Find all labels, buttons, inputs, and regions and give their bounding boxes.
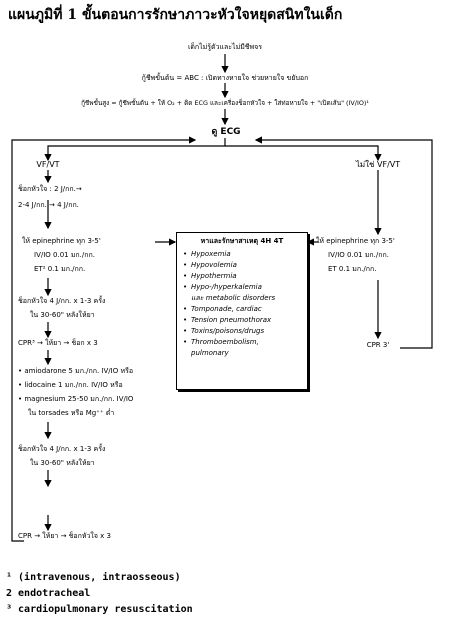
- left-cpr-drug-defib: CPR → ให้ยา → ช็อกหัวใจ x 3: [18, 532, 111, 540]
- arrow-loop-right: [254, 136, 433, 349]
- left-defib-2j: ช็อกหัวใจ : 2 J/กก.→: [18, 185, 82, 193]
- causes-header: หาและรักษาสาเหตุ 4H 4T: [200, 237, 284, 245]
- right-epinephrine-et: ET 0.1 มก./กก.: [328, 265, 377, 273]
- footnote-1: ¹ (intravenous, intraosseous): [6, 572, 181, 583]
- left-defib-4j-a: ช็อกหัวใจ 4 J/กก. x 1-3 ครั้ง: [18, 297, 106, 305]
- right-epinephrine-iv: IV/IO 0.01 มก./กก.: [328, 251, 389, 259]
- right-cpr-3min: CPR 3': [366, 341, 390, 349]
- arrow-ecg-vf: [44, 138, 226, 162]
- cause-item-cont: pulmonary: [191, 349, 229, 357]
- left-defib-4j-a-timing: ใน 30-60" หลังให้ยา: [30, 311, 95, 319]
- arrow-loop-left: [11, 136, 197, 542]
- left-amiodarone: • amiodarone 5 มก./กก. IV/IO หรือ: [18, 367, 134, 375]
- cause-item: Hypo-/hyperkalemia: [183, 282, 307, 293]
- left-epinephrine: ให้ epinephrine ทุก 3-5': [22, 237, 101, 245]
- cause-item: Hypovolemia: [183, 260, 307, 271]
- cause-item: Tomponade, cardiac: [183, 304, 307, 315]
- cause-item: Thromboembolism,: [183, 337, 307, 348]
- footnote-2: 2 endotracheal: [6, 588, 91, 599]
- cause-item: Hypoxemia: [183, 249, 307, 260]
- left-defib-4j-b-timing: ใน 30-60" หลังให้ยา: [30, 459, 95, 467]
- right-epinephrine: ให้ epinephrine ทุก 3-5': [316, 237, 395, 245]
- left-magnesium: • magnesium 25-50 มก./กก. IV/IO: [18, 395, 134, 403]
- step-advanced-life-support: กู้ชีพขั้นสูง = กู้ชีพขั้นต้น + ให้ O₂ +…: [81, 99, 369, 107]
- left-epinephrine-iv: IV/IO 0.01 มก./กก.: [34, 251, 95, 259]
- branch-vf-vt: VF/VT: [36, 160, 60, 169]
- step-unresponsive: เด็กไม่รู้ตัวและไม่มีชีพจร: [187, 43, 263, 51]
- causes-box: หาและรักษาสาเหตุ 4H 4T Hypoxemia Hypovol…: [176, 232, 308, 390]
- arrow-ecg-nonvf: [225, 145, 382, 162]
- left-cpr-drug-shock: CPR³ → ให้ยา → ช็อก x 3: [18, 339, 98, 347]
- page-title: แผนภูมิที่ 1 ขั้นตอนการรักษาภาวะหัวใจหยุ…: [8, 7, 343, 23]
- cause-item: Tension pneumothorax: [183, 315, 307, 326]
- cause-item: Toxins/poisons/drugs: [183, 326, 307, 337]
- left-defib-2-4j: 2-4 J/กก. → 4 J/กก.: [18, 201, 79, 209]
- left-magnesium-indication: ใน torsades หรือ Mg⁺⁺ ต่ำ: [28, 409, 115, 417]
- footnote-3: ³ cardiopulmonary resuscitation: [6, 604, 193, 615]
- cause-item: Hypothermia: [183, 271, 307, 282]
- step-basic-life-support: กู้ชีพขั้นต้น = ABC : เปิดทางหายใจ ช่วยห…: [141, 74, 309, 82]
- left-epinephrine-et: ET² 0.1 มก./กก.: [34, 265, 86, 273]
- left-defib-4j-b: ช็อกหัวใจ 4 J/กก. x 1-3 ครั้ง: [18, 445, 106, 453]
- causes-list: Hypoxemia Hypovolemia Hypothermia Hypo-/…: [177, 249, 307, 359]
- footnotes: ¹ (intravenous, intraosseous) 2 endotrac…: [6, 570, 193, 618]
- left-lidocaine: • lidocaine 1 มก./กก. IV/IO หรือ: [18, 381, 123, 389]
- branch-non-vf-vt: ไม่ใช่ VF/VT: [355, 160, 401, 169]
- step-check-ecg: ดู ECG: [211, 127, 241, 137]
- cause-item-cont: และ metabolic disorders: [191, 294, 276, 302]
